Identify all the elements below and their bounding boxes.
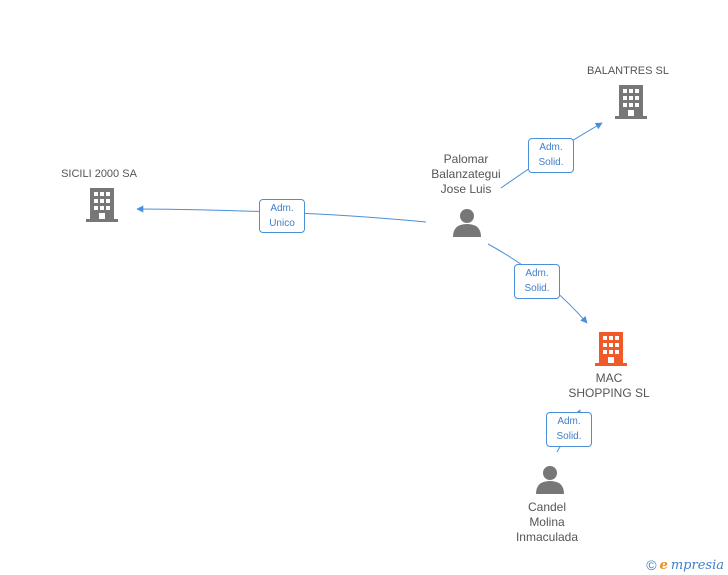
copyright-icon: © <box>646 557 657 573</box>
edge-label-candel-mac: Adm. Solid. <box>546 412 592 447</box>
person-name-label: Palomar Balanzategui Jose Luis <box>431 152 501 196</box>
edge-label-palomar-mac: Adm. Solid. <box>514 264 560 299</box>
person-icon[interactable] <box>452 208 482 238</box>
building-icon[interactable] <box>86 188 118 222</box>
brand-name: mpresia <box>670 557 724 573</box>
node-sicili[interactable]: SICILI 2000 SA <box>49 167 149 182</box>
node-balantres[interactable]: BALANTRES SL <box>578 64 678 79</box>
edge-label-palomar-sicili: Adm. Unico <box>259 199 305 233</box>
company-name-label: BALANTRES SL <box>587 65 669 77</box>
node-palomar[interactable]: Palomar Balanzategui Jose Luis <box>406 152 526 197</box>
node-mac[interactable]: MAC SHOPPING SL <box>549 371 669 401</box>
company-name-label: MAC SHOPPING SL <box>568 371 650 400</box>
building-icon[interactable] <box>595 332 627 366</box>
company-name-label: SICILI 2000 SA <box>61 168 137 180</box>
person-icon[interactable] <box>535 465 565 495</box>
node-candel[interactable]: Candel Molina Inmaculada <box>487 500 607 545</box>
edge-label-palomar-balantres: Adm. Solid. <box>528 138 574 173</box>
person-name-label: Candel Molina Inmaculada <box>515 500 579 544</box>
brand-initial: e <box>659 557 668 573</box>
building-icon[interactable] <box>615 85 647 119</box>
